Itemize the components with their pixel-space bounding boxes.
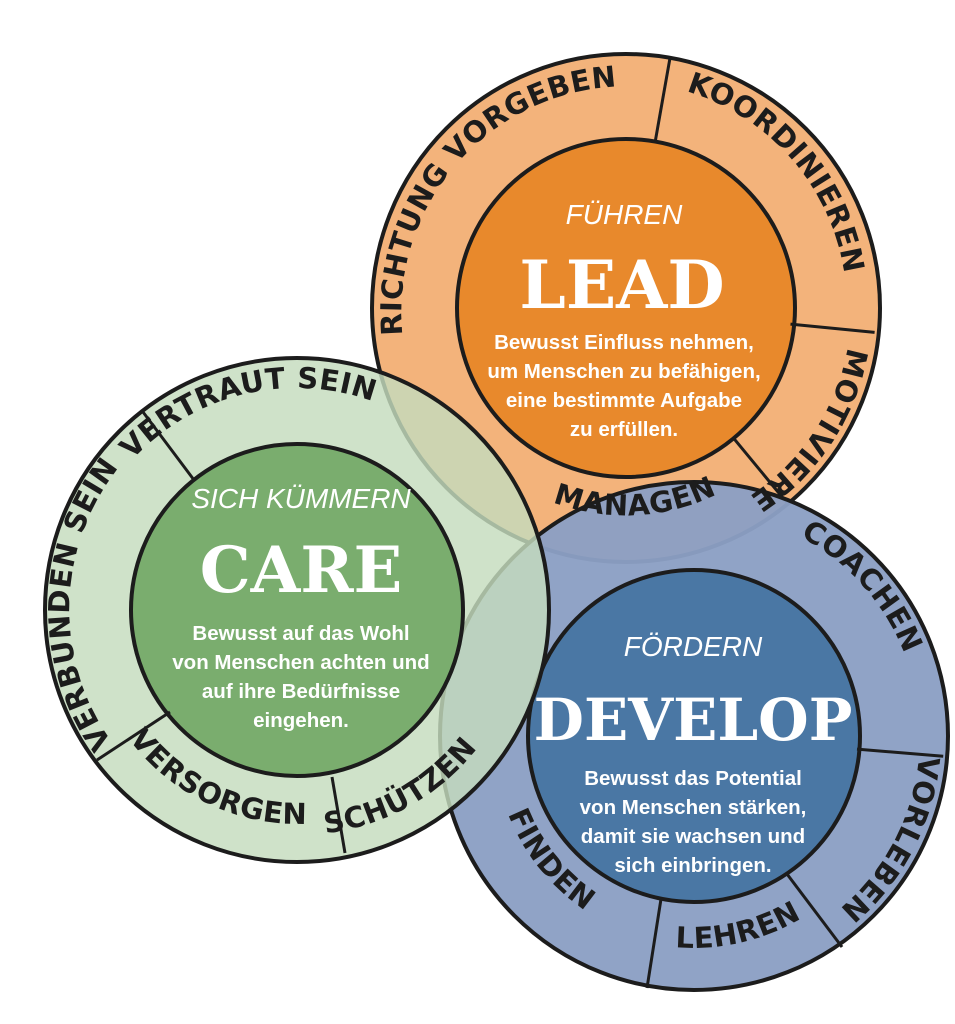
lead-desc-line-2: um Menschen zu befähigen, [487,360,760,383]
lead-desc-line-3: eine bestimmte Aufgabe [506,389,742,412]
develop-core-text: FÖRDERN DEVELOP Bewusst das Potential vo… [534,631,853,877]
lead-title: LEAD [519,246,724,324]
care-ring-dividers [96,411,347,854]
care-circle [43,356,551,864]
develop-desc-line-1: Bewusst das Potential [584,767,802,790]
care-desc-line-2: von Menschen achten und [172,651,429,674]
develop-subtitle: FÖRDERN [624,631,763,662]
lead-ring-dividers [653,56,875,507]
lead-subtitle: FÜHREN [566,199,683,230]
care-desc-line-3: auf ihre Bedürfnisse [202,680,400,703]
lead-desc-line-1: Bewusst Einfluss nehmen, [494,331,754,354]
care-core [129,442,465,778]
develop-desc-line-4: sich einbringen. [614,854,771,877]
care-subtitle: SICH KÜMMERN [191,483,411,514]
develop-desc-line-2: von Menschen stärken, [580,796,807,819]
lead-core [455,137,797,479]
develop-core [526,568,862,904]
care-title: CARE [200,533,403,608]
care-desc-line-1: Bewusst auf das Wohl [192,622,409,645]
care-core-text: SICH KÜMMERN CARE Bewusst auf das Wohl v… [172,483,429,732]
care-desc-line-4: eingehen. [253,709,349,732]
lead-desc-line-4: zu erfüllen. [570,418,678,441]
develop-title: DEVELOP [534,686,853,754]
develop-circle [438,480,950,992]
lead-core-text: FÜHREN LEAD Bewusst Einfluss nehmen, um … [487,199,760,441]
develop-desc-line-3: damit sie wachsen und [581,825,805,848]
develop-ring-dividers [645,747,944,989]
lead-circle [370,52,882,564]
